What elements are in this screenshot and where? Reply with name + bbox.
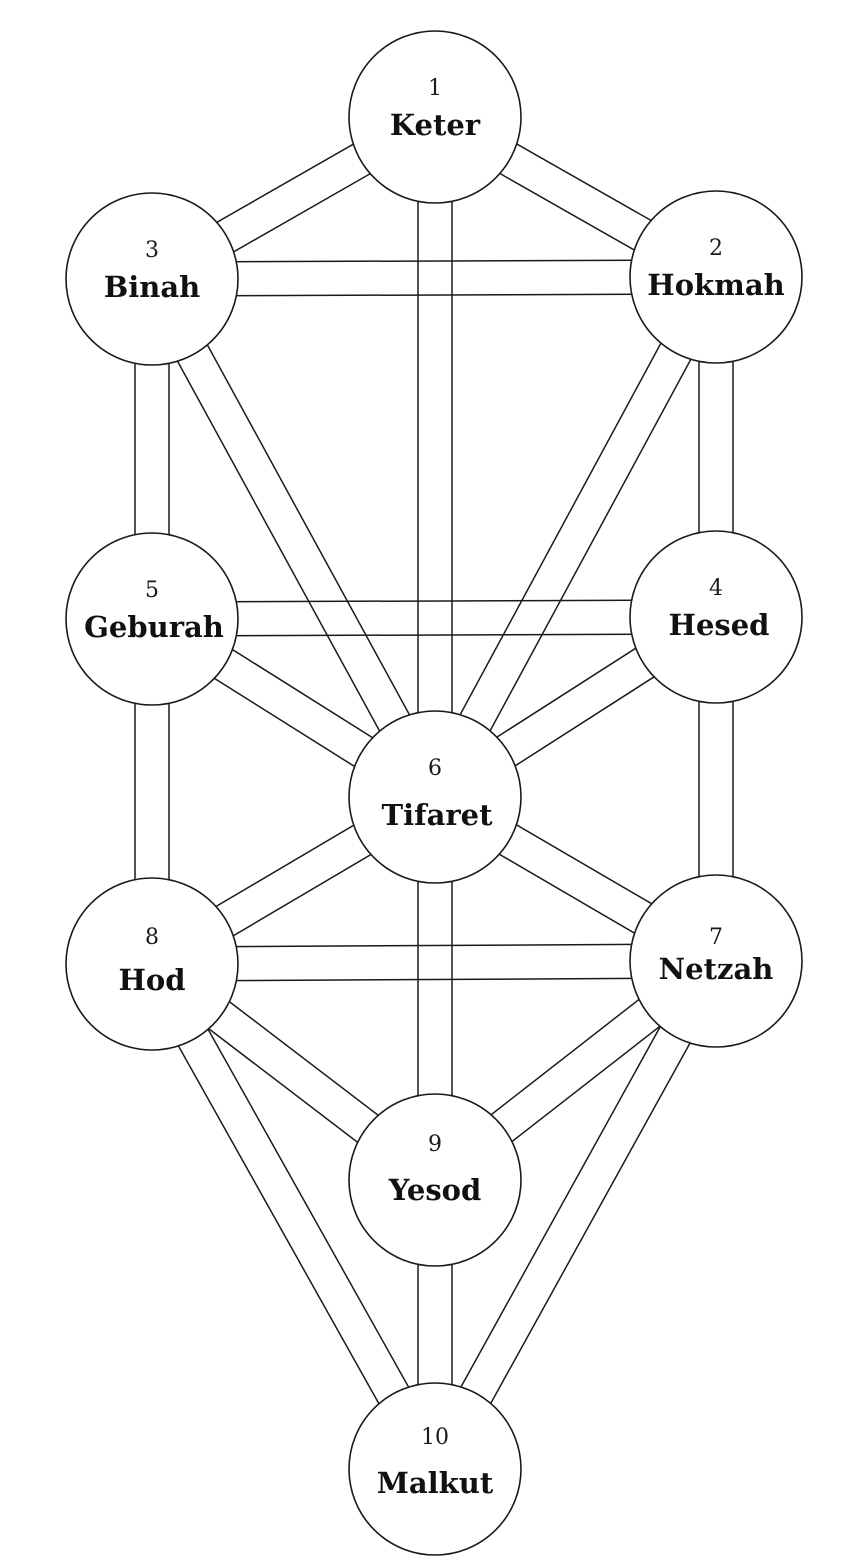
sefirah-name: Hesed — [669, 608, 770, 642]
path-edge — [152, 293, 717, 297]
path-hokmah-binah — [151, 259, 717, 297]
path-edge — [152, 977, 717, 982]
path-edge — [151, 599, 716, 603]
path-keter-tifaret — [417, 117, 453, 797]
sefirah-number: 1 — [428, 76, 442, 101]
sefirah-number: 7 — [709, 925, 723, 950]
sefirah-number: 5 — [145, 578, 159, 603]
sefirah-circle — [629, 530, 803, 704]
sefirah-name: Netzah — [659, 952, 774, 986]
sefirah-number: 2 — [709, 236, 723, 261]
path-edge — [449, 968, 732, 1478]
sefirah-name: Tifaret — [382, 798, 494, 832]
sefirah-circle — [629, 190, 803, 364]
sefirah-name: Hod — [118, 963, 185, 997]
sefirah-number: 9 — [428, 1132, 442, 1157]
sefirah-circle — [65, 532, 239, 706]
sefirah-name: Hokmah — [647, 268, 784, 302]
path-edge — [166, 955, 451, 1462]
path-edge — [136, 286, 421, 806]
path-edge — [151, 943, 716, 948]
sefirah-name: Yesod — [388, 1173, 482, 1207]
path-hesed-geburah — [151, 599, 717, 637]
sefirah-number: 8 — [145, 925, 159, 950]
path-edge — [449, 284, 732, 806]
sefirah-number: 10 — [421, 1425, 449, 1450]
path-edge — [136, 971, 421, 1478]
sefirah-circle — [348, 30, 522, 204]
path-hod-malkut — [136, 955, 451, 1478]
path-binah-tifaret — [136, 270, 451, 806]
sefirah-name: Malkut — [377, 1466, 494, 1500]
path-netzah-malkut — [419, 952, 732, 1478]
sefirah-circle — [65, 877, 239, 1051]
sefirah-number: 3 — [145, 238, 159, 263]
sefirah-name: Geburah — [84, 610, 224, 644]
path-edge — [419, 268, 702, 790]
path-netzah-hod — [151, 943, 717, 982]
sefirah-circle — [348, 1382, 522, 1556]
sefirah-circle — [348, 710, 522, 884]
sefirah-circle — [629, 874, 803, 1048]
path-edge — [151, 259, 716, 263]
path-edge — [166, 270, 451, 790]
sefirah-name: Binah — [104, 270, 201, 304]
path-edge — [419, 952, 702, 1462]
path-edge — [152, 633, 717, 637]
sefirah-circle — [348, 1093, 522, 1267]
path-hokmah-tifaret — [419, 268, 732, 806]
sefirah-circle — [65, 192, 239, 366]
sefirah-name: Keter — [390, 108, 481, 142]
sefirah-number: 4 — [709, 576, 723, 601]
sefirah-number: 6 — [428, 756, 442, 781]
